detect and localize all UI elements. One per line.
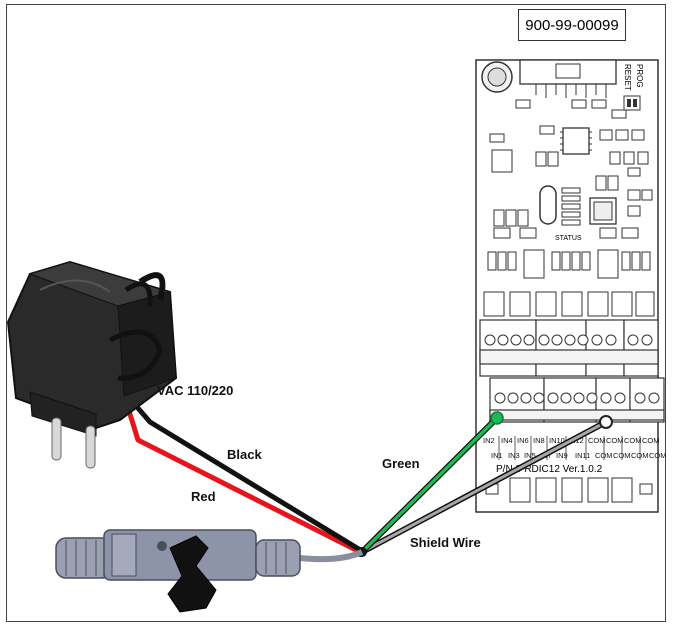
prog-label: PROG (635, 64, 644, 88)
power-adapter (6, 260, 178, 469)
input-label-top: IN4 (501, 436, 513, 445)
vac-label: VAC 110/220 (157, 383, 234, 398)
part-number-box: 900-99-00099 (518, 9, 626, 41)
input-label-top: COM (606, 436, 624, 445)
green-wire (358, 416, 499, 556)
input-label-top: IN2 (483, 436, 495, 445)
input-label-bottom: IN11 (575, 451, 590, 460)
input-label-top: IN10 (549, 436, 565, 445)
input-label-bottom: IN1 (491, 451, 503, 460)
input-label-top: IN8 (533, 436, 545, 445)
reset-label: RESET (623, 64, 632, 91)
sensor (55, 529, 364, 613)
part-number-board: P/N 3-RDIC12 Ver.1.0.2 (496, 464, 603, 475)
input-label-bottom: IN5 (524, 451, 536, 460)
input-label-top: COM (624, 436, 642, 445)
status-label: STATUS (555, 235, 582, 242)
input-label-bottom: COM (649, 451, 667, 460)
input-label-bottom: IN9 (556, 451, 568, 460)
input-label-top: COM (588, 436, 606, 445)
green-wire-label: Green (382, 456, 420, 471)
black-wire (121, 389, 365, 554)
shield-wire-label: Shield Wire (410, 535, 481, 550)
input-label-bottom: IN3 (508, 451, 520, 460)
circuit-board: RESET PROG STATUS (475, 59, 667, 513)
input-label-top: COM (642, 436, 660, 445)
input-label-top: IN6 (517, 436, 529, 445)
red-wire-label: Red (191, 489, 216, 504)
shield-wire (360, 420, 608, 554)
diagram-frame (6, 4, 666, 622)
black-wire-label: Black (227, 447, 262, 462)
